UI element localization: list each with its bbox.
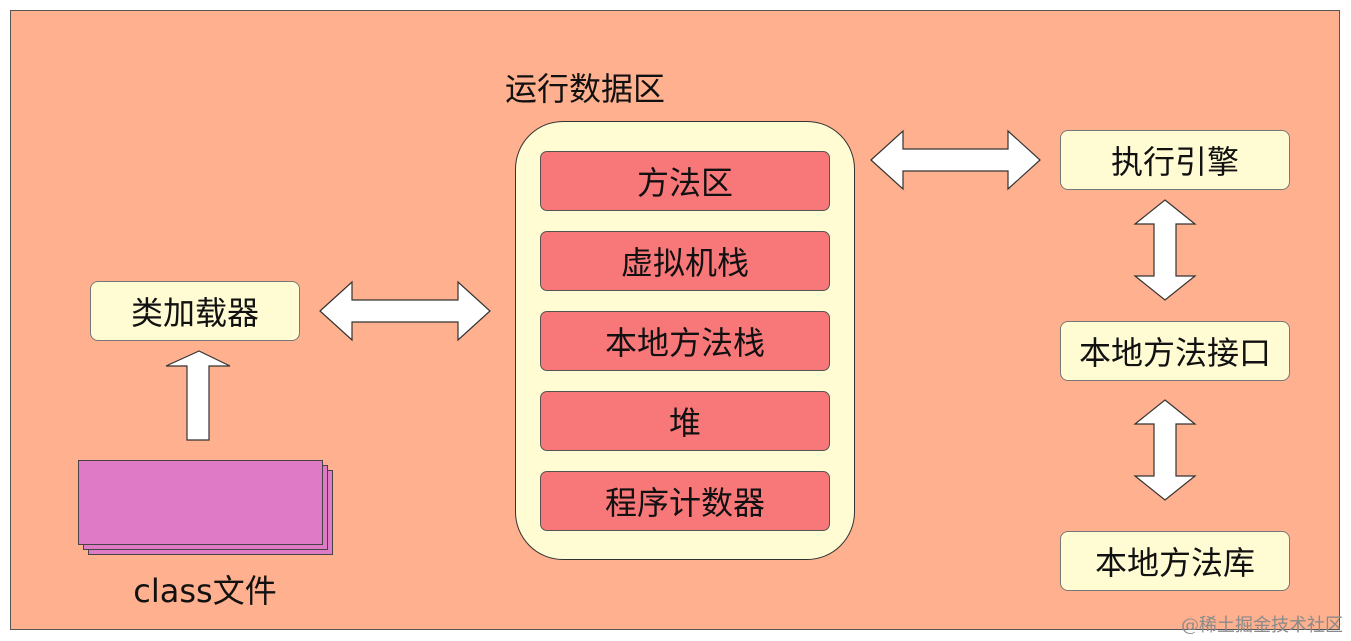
watermark: @稀土掘金技术社区 [1181, 615, 1343, 636]
arrow-interface-library [1133, 399, 1197, 501]
arrow-up-class-loader [165, 350, 231, 441]
arrow-class-loader-runtime [319, 280, 491, 342]
program-counter: 程序计数器 [540, 471, 830, 531]
arrow-engine-interface [1133, 199, 1197, 301]
class-loader-box: 类加载器 [90, 281, 300, 341]
arrow-runtime-engine [870, 129, 1041, 191]
method-area: 方法区 [540, 151, 830, 211]
execution-engine-box: 执行引擎 [1060, 130, 1290, 190]
native-interface-box: 本地方法接口 [1060, 321, 1290, 381]
runtime-data-area-label: 运行数据区 [505, 70, 666, 108]
native-library-box: 本地方法库 [1060, 531, 1290, 591]
class-file-sheet-front [78, 460, 323, 545]
vm-stack: 虚拟机栈 [540, 231, 830, 291]
native-method-stack: 本地方法栈 [540, 311, 830, 371]
class-file-label: class文件 [133, 572, 277, 610]
heap: 堆 [540, 391, 830, 451]
